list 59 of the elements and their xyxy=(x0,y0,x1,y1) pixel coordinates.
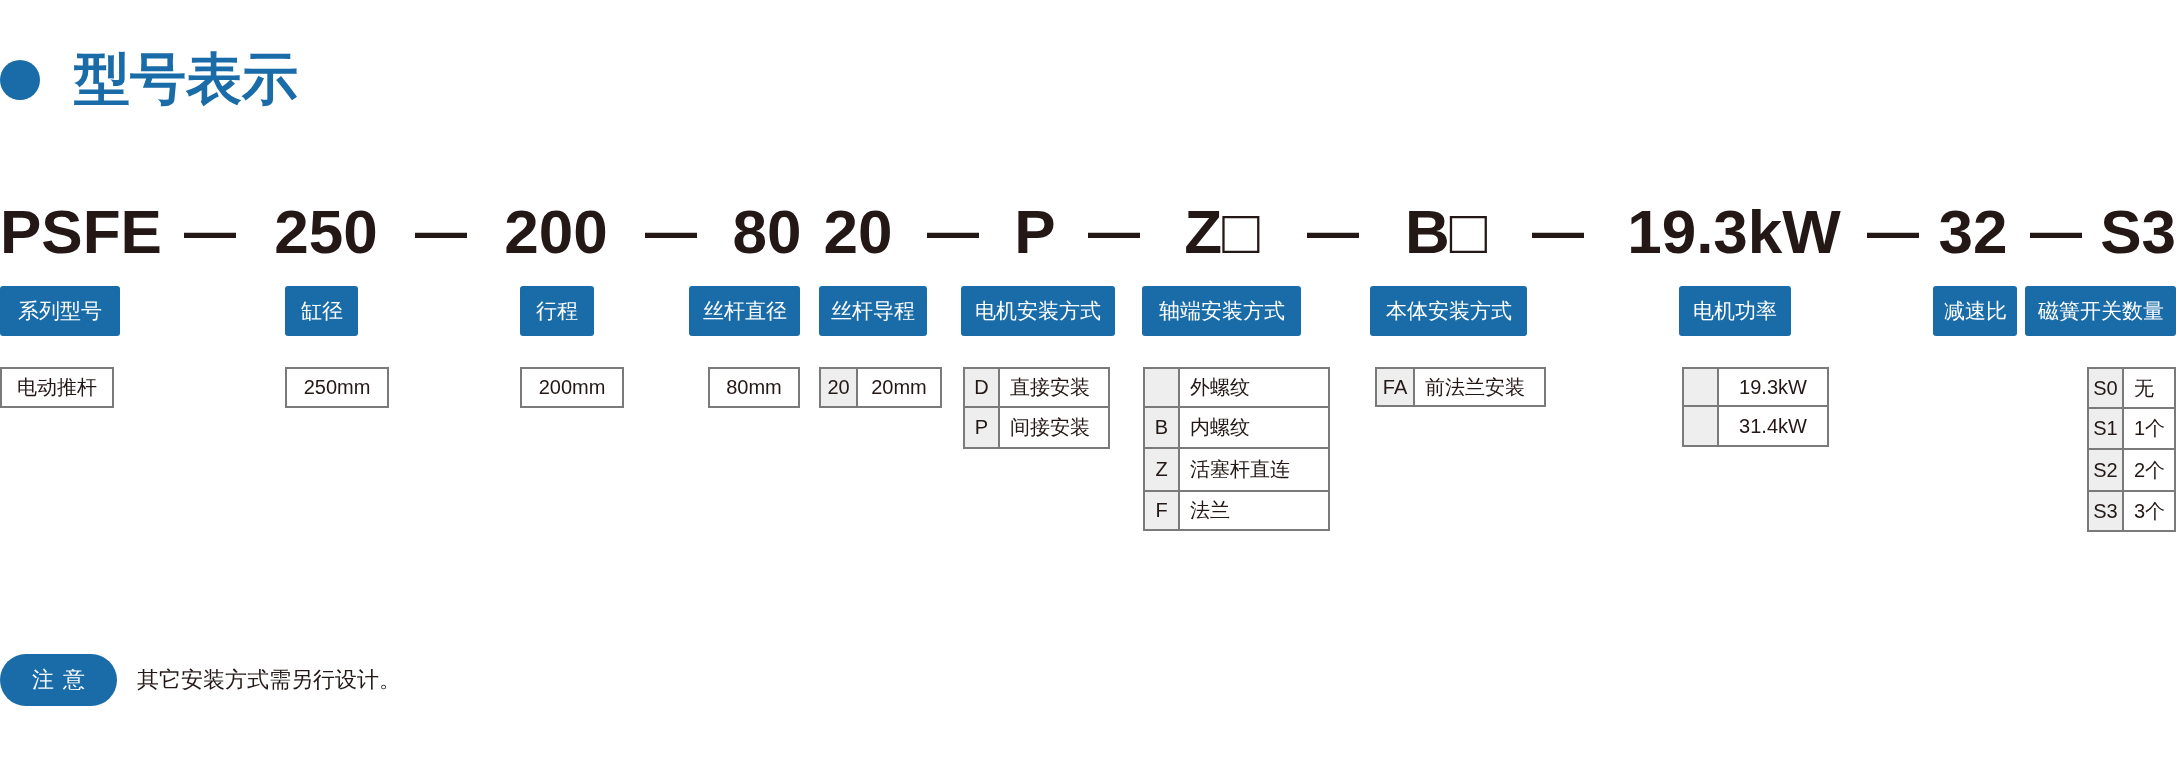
separator-dash: — xyxy=(2030,205,2082,257)
segment-label: 系列型号 xyxy=(0,286,120,336)
code-cell: S3 xyxy=(2087,490,2124,532)
segment-label: 缸径 xyxy=(285,286,358,336)
model-code-text: 32 xyxy=(1938,201,2008,263)
value-box: 250mm xyxy=(285,367,389,408)
option-cell: 间接安装 xyxy=(998,406,1110,449)
segment-label: 电机功率 xyxy=(1679,286,1791,336)
code-cell: S0 xyxy=(2087,367,2124,409)
code-cell: S2 xyxy=(2087,448,2124,492)
note-badge: 注意 xyxy=(0,654,117,706)
model-code-text: PSFE xyxy=(0,201,162,263)
segment-label: 减速比 xyxy=(1933,286,2017,336)
model-code-text: 200 xyxy=(504,201,608,263)
section-title: 型号表示 xyxy=(74,48,298,110)
segment-label: 磁簧开关数量 xyxy=(2025,286,2176,336)
option-cell: 20mm xyxy=(856,367,942,408)
segment-label: 本体安装方式 xyxy=(1370,286,1527,336)
model-code-text: 19.3kW xyxy=(1627,201,1841,263)
segment-label: 轴端安装方式 xyxy=(1142,286,1301,336)
option-cell: 3个 xyxy=(2122,490,2176,532)
code-cell: D xyxy=(963,367,1000,408)
option-cell: 直接安装 xyxy=(998,367,1110,408)
code-cell: B xyxy=(1143,406,1180,449)
value-box: 200mm xyxy=(520,367,624,408)
option-cell: 法兰 xyxy=(1178,490,1330,531)
model-code-text: B□ xyxy=(1404,201,1488,263)
code-cell: S1 xyxy=(2087,407,2124,450)
separator-dash: — xyxy=(645,205,697,257)
separator-dash: — xyxy=(415,205,467,257)
segment-label: 电机安装方式 xyxy=(961,286,1115,336)
separator-dash: — xyxy=(184,205,236,257)
separator-dash: — xyxy=(927,205,979,257)
option-cell: 无 xyxy=(2122,367,2176,409)
value-box: 电动推杆 xyxy=(0,367,114,408)
note-text: 其它安装方式需另行设计。 xyxy=(137,666,401,694)
option-cell: 外螺纹 xyxy=(1178,367,1330,408)
model-code-text: P xyxy=(1014,201,1056,263)
segment-label: 丝杆直径 xyxy=(689,286,800,336)
model-code-text: Z□ xyxy=(1184,201,1260,263)
segment-label: 丝杆导程 xyxy=(819,286,927,336)
separator-dash: — xyxy=(1867,205,1919,257)
separator-dash: — xyxy=(1532,205,1584,257)
model-code-text: S3 xyxy=(2100,201,2176,263)
code-cell: P xyxy=(963,406,1000,449)
model-code-text: 20 xyxy=(823,201,893,263)
value-box: 80mm xyxy=(708,367,800,408)
code-cell: FA xyxy=(1375,367,1415,407)
segment-label: 行程 xyxy=(520,286,594,336)
option-cell: 31.4kW xyxy=(1717,405,1829,447)
code-cell: F xyxy=(1143,490,1180,531)
model-code-text: 250 xyxy=(274,201,378,263)
option-cell: 19.3kW xyxy=(1717,367,1829,407)
code-cell: Z xyxy=(1143,447,1180,492)
separator-dash: — xyxy=(1088,205,1140,257)
model-code-text: 80 xyxy=(732,201,802,263)
code-cell: 20 xyxy=(819,367,858,408)
separator-dash: — xyxy=(1307,205,1359,257)
option-cell: 前法兰安装 xyxy=(1413,367,1546,407)
